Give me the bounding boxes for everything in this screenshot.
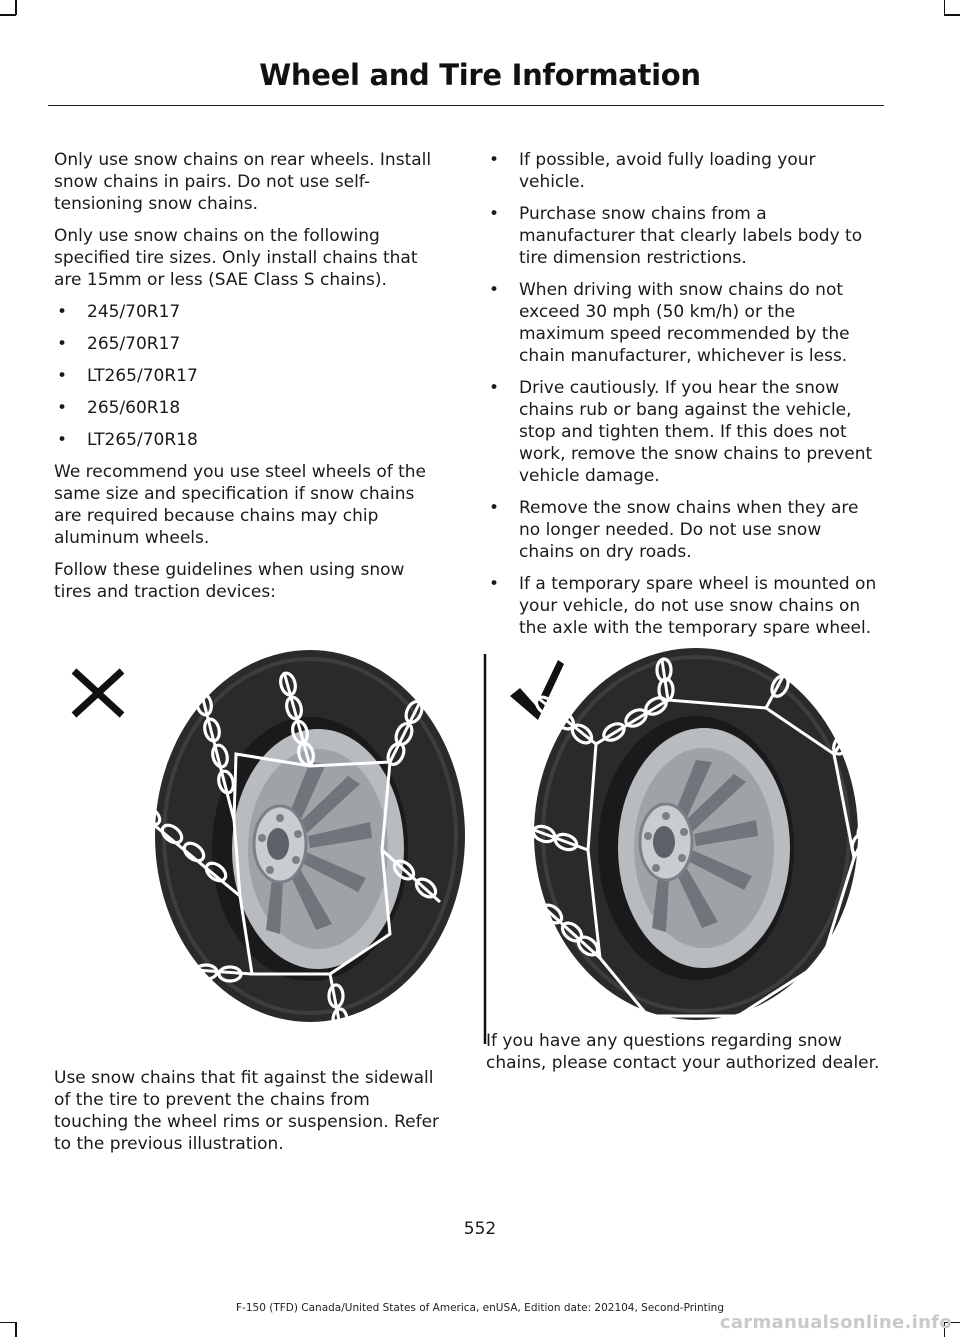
incorrect-fit-panel: [71, 650, 465, 1037]
list-item: Purchase snow chains from a manufacturer…: [486, 203, 880, 269]
crop-mark: [15, 0, 17, 15]
correct-fit-panel: [510, 648, 876, 1045]
paragraph: Only use snow chains on rear wheels. Ins…: [54, 150, 432, 214]
footer-text: F-150 (TFD) Canada/United States of Amer…: [236, 1302, 724, 1314]
list-item: When driving with snow chains do not exc…: [486, 279, 880, 367]
list-item: 265/70R17: [54, 333, 446, 355]
rim-spokes: [652, 760, 758, 932]
tire-size-list: 245/70R17 265/70R17 LT265/70R17 265/60R1…: [54, 301, 446, 451]
rim-spokes: [266, 762, 372, 934]
list-item: LT265/70R18: [54, 429, 446, 451]
crop-mark: [943, 1322, 945, 1337]
crop-mark: [0, 14, 16, 16]
watermark: carmanualsonline.info: [719, 1312, 952, 1333]
cross-mark-icon: [71, 668, 125, 718]
tire-image: [155, 650, 465, 1022]
page-title: Wheel and Tire Information: [259, 58, 701, 92]
check-mark-icon: [510, 660, 564, 720]
crop-mark: [944, 14, 960, 16]
header-divider: [48, 105, 884, 106]
left-bottom-text: Use snow chains that fit against the sid…: [54, 1067, 446, 1165]
list-item: If possible, avoid fully loading your ve…: [486, 149, 880, 193]
crop-mark: [943, 0, 945, 15]
left-column: Only use snow chains on rear wheels. Ins…: [54, 149, 446, 613]
paragraph: If you have any questions regarding snow…: [486, 1031, 880, 1073]
paragraph: Only use snow chains on the following sp…: [54, 226, 418, 290]
page-number: 552: [463, 1219, 497, 1239]
paragraph: We recommend you use steel wheels of the…: [54, 462, 427, 548]
crop-mark: [15, 1322, 17, 1337]
paragraph: Use snow chains that fit against the sid…: [54, 1068, 440, 1154]
right-column: If possible, avoid fully loading your ve…: [486, 149, 880, 649]
crop-mark: [944, 1321, 960, 1323]
crop-mark: [0, 1321, 16, 1323]
list-item: Remove the snow chains when they are no …: [486, 497, 880, 563]
list-item: Drive cautiously. If you hear the snow c…: [486, 377, 880, 487]
right-bottom-text: If you have any questions regarding snow…: [486, 1030, 880, 1084]
chain-links: [520, 654, 876, 1044]
guideline-list: If possible, avoid fully loading your ve…: [486, 149, 880, 639]
paragraph: Follow these guidelines when using snow …: [54, 560, 405, 602]
snow-chain-illustration: [71, 648, 876, 1045]
list-item: If a temporary spare wheel is mounted on…: [486, 573, 880, 639]
chain-links: [116, 667, 438, 1033]
list-item: 245/70R17: [54, 301, 446, 323]
list-item: LT265/70R17: [54, 365, 446, 387]
tire-image: [534, 648, 858, 1020]
list-item: 265/60R18: [54, 397, 446, 419]
